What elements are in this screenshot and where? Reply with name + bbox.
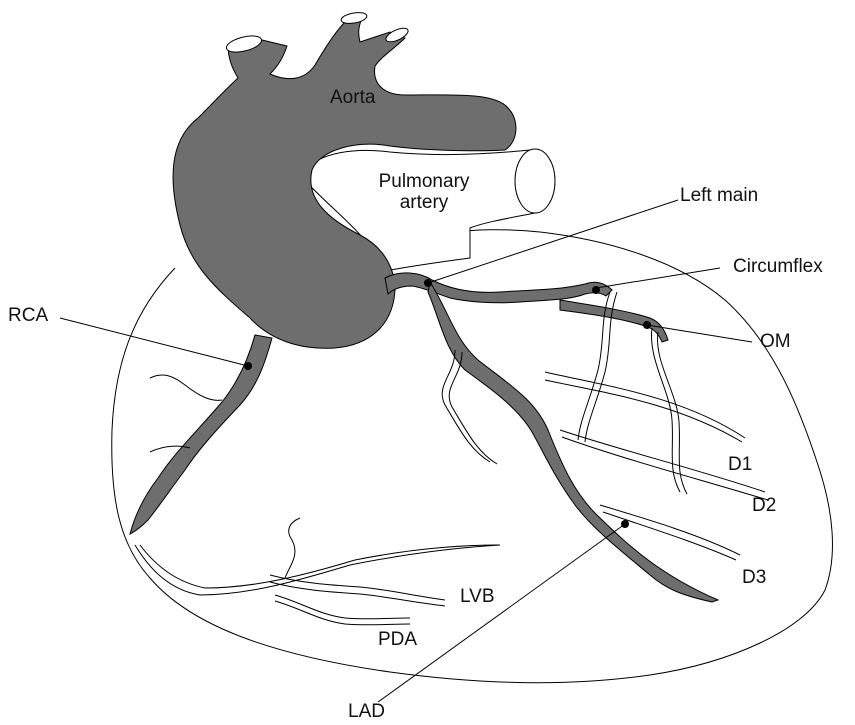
marker-lad (621, 520, 629, 528)
label-pulmonary-artery: Pulmonary artery (364, 172, 484, 214)
label-pda: PDA (378, 630, 417, 651)
label-lvb: LVB (460, 587, 495, 608)
label-circumflex: Circumflex (733, 257, 823, 278)
pulmonary-artery-opening (515, 149, 555, 213)
marker-rca (244, 362, 252, 370)
label-lad: LAD (348, 702, 385, 723)
label-left-main: Left main (680, 186, 758, 207)
marker-circumflex (592, 286, 600, 294)
label-aorta: Aorta (330, 88, 375, 109)
marker-left-main (424, 279, 432, 287)
lad-vessel (428, 282, 718, 602)
label-pulmonary-line2: artery (364, 193, 484, 214)
left-main-vessel (385, 273, 612, 303)
label-d3: D3 (742, 568, 766, 589)
label-pulmonary-line1: Pulmonary (364, 172, 484, 193)
marker-om (643, 321, 651, 329)
label-om: OM (760, 332, 791, 353)
leader-circumflex (596, 268, 720, 288)
aorta-branch-opening (340, 11, 367, 25)
label-rca: RCA (8, 306, 48, 327)
label-d2: D2 (752, 496, 776, 517)
label-d1: D1 (728, 455, 752, 476)
leader-rca (60, 318, 248, 366)
